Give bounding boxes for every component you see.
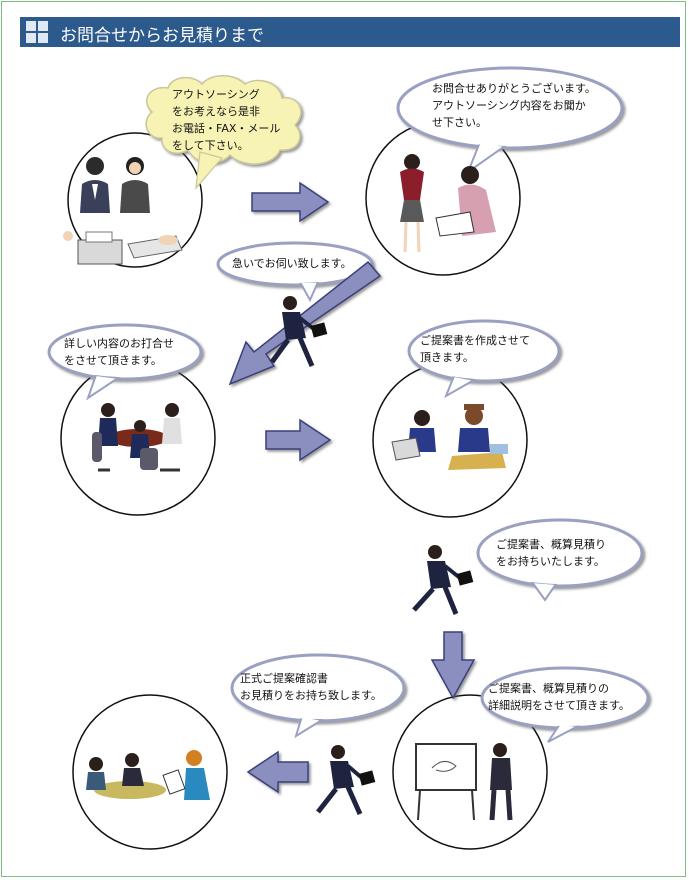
speech-bubble-step3: [216, 241, 374, 303]
step8-text: 正式ご提案確認書 お見積りをお持ち致します。: [240, 670, 382, 704]
flow-arrow-down: [430, 631, 476, 700]
fax-machine-icon: [63, 231, 123, 265]
step6-line: をお持ちいたします。: [496, 555, 605, 568]
step5-line: ご提案書を作成させて: [420, 334, 530, 347]
meeting-illustration: [92, 403, 182, 472]
step1-line: をお考えなら是非: [172, 105, 260, 118]
plus-icon: [26, 21, 48, 43]
receptionist-illustration: [400, 154, 424, 253]
step7-line: ご提案書、概算見積りの: [488, 682, 609, 695]
scene-circle-final-estimate: [72, 694, 228, 850]
title-bar: お問合せからお見積りまで: [20, 17, 680, 47]
running-businessman-illustration: [269, 296, 328, 367]
running-businessman-3-illustration: [316, 745, 376, 816]
speech-bubble-step6: [476, 518, 644, 602]
speech-bubble-step4: [47, 323, 203, 401]
step6-line: ご提案書、概算見積り: [496, 538, 606, 551]
flow-arrow-right-1: [251, 181, 330, 223]
flow-arrow-left: [246, 750, 309, 794]
step8-line: お見積りをお持ち致します。: [240, 689, 382, 702]
step1-text: アウトソーシング をお考えなら是非 お電話・FAX・メール をして下さい。: [172, 86, 280, 154]
speech-bubble-step1: [145, 75, 302, 190]
step2-line: アウトソーシング内容をお聞か: [432, 99, 586, 112]
step7-text: ご提案書、概算見積りの 詳細説明をさせて頂きます。: [488, 680, 630, 714]
seated-woman-illustration: [435, 166, 496, 237]
running-businessman-2-illustration: [412, 545, 474, 615]
step4-line: 詳しい内容のお打合せ: [64, 337, 174, 350]
step6-text: ご提案書、概算見積り をお持ちいたします。: [496, 536, 606, 570]
step2-line: せ下さい。: [432, 116, 487, 129]
speech-bubble-step7: [480, 666, 650, 743]
step4-text: 詳しい内容のお打合せ をさせて頂きます。: [64, 335, 174, 369]
page-title: お問合せからお見積りまで: [60, 26, 264, 46]
speech-bubble-step2: [396, 66, 624, 175]
step3-text: 急いでお伺い致します。: [232, 255, 352, 272]
speech-bubble-step8: [230, 653, 406, 739]
estimate-meeting-illustration: [86, 750, 210, 800]
step4-line: をさせて頂きます。: [64, 354, 162, 367]
step5-text: ご提案書を作成させて 頂きます。: [420, 332, 530, 366]
whiteboard-presentation-illustration: [415, 743, 513, 821]
step5-line: 頂きます。: [420, 351, 474, 364]
keyboard-icon: [127, 235, 183, 259]
proposal-creation-illustration: [391, 404, 508, 470]
speech-bubble-step5: [407, 319, 561, 399]
step1-line: お電話・FAX・メール: [172, 122, 281, 135]
step2-line: お問合せありがとうございます。: [432, 82, 596, 95]
step7-line: 詳細説明をさせて頂きます。: [488, 699, 630, 712]
operators-illustration: [80, 157, 150, 213]
step1-line: をして下さい。: [172, 139, 249, 152]
step1-line: アウトソーシング: [172, 88, 260, 101]
step8-line: 正式ご提案確認書: [240, 672, 328, 685]
step3-line: 急いでお伺い致します。: [232, 257, 352, 270]
flow-arrow-right-2: [265, 418, 332, 462]
step2-text: お問合せありがとうございます。 アウトソーシング内容をお聞か せ下さい。: [432, 80, 596, 131]
